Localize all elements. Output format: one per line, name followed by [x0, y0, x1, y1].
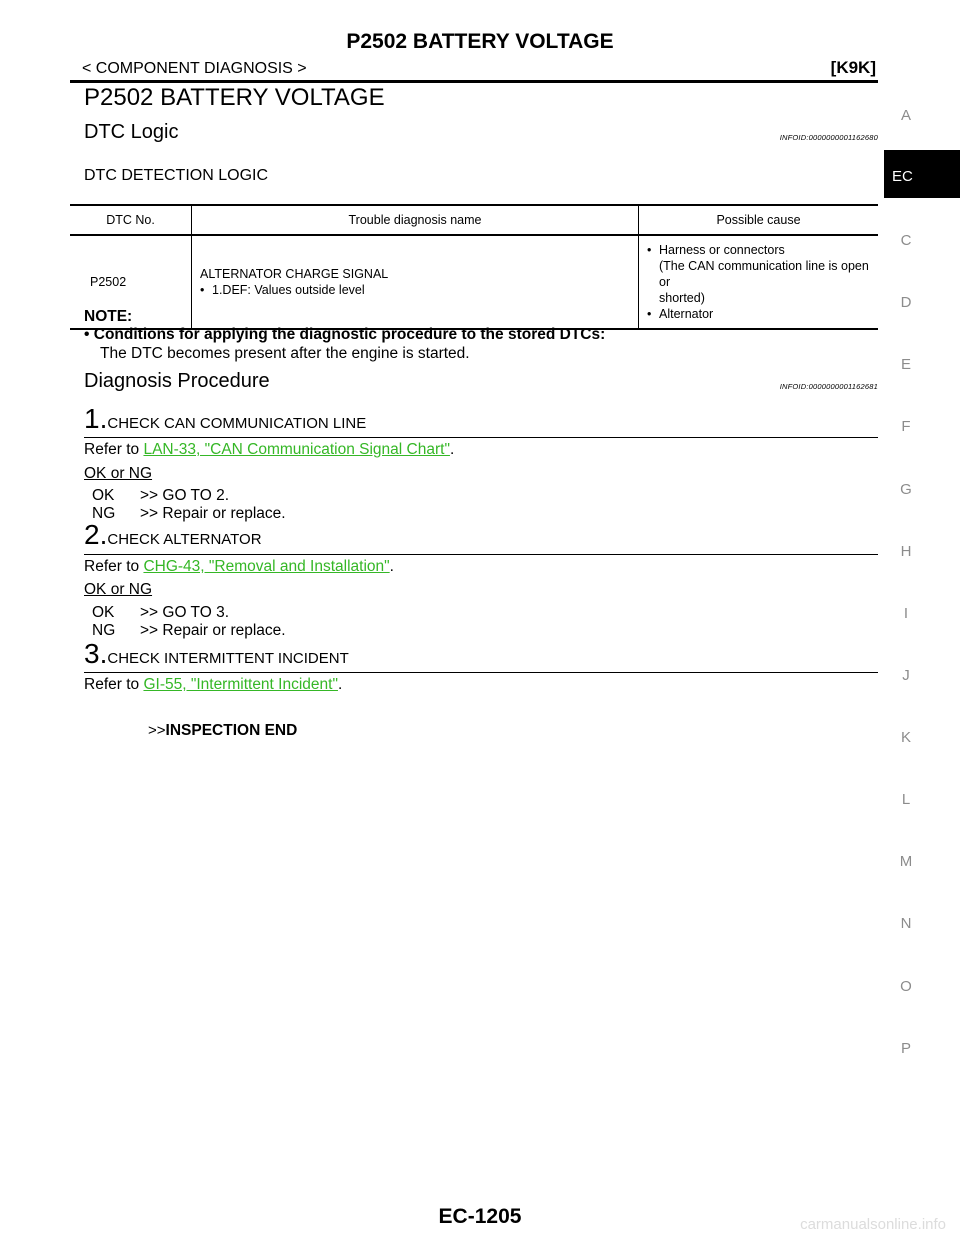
- note-body: The DTC becomes present after the engine…: [100, 345, 470, 362]
- page-header-title: P2502 BATTERY VOLTAGE: [346, 30, 614, 53]
- step-2-divider: [84, 554, 878, 555]
- end-prefix: >>: [148, 722, 166, 739]
- refer-suffix: .: [389, 558, 394, 575]
- dtc-table-header-row: DTC No. Trouble diagnosis name Possible …: [70, 204, 878, 236]
- side-index-i[interactable]: I: [903, 605, 909, 622]
- col-header-possible-cause: Possible cause: [638, 204, 878, 236]
- side-index-c[interactable]: C: [900, 232, 912, 249]
- dtc-number: P2502: [70, 235, 192, 330]
- step-1-divider: [84, 437, 878, 438]
- cause-harness-line3: shorted): [659, 291, 705, 305]
- side-index-j[interactable]: J: [902, 667, 910, 684]
- cause-bullet-alternator: Alternator: [647, 306, 870, 322]
- refer-prefix: Refer to: [84, 441, 144, 458]
- step-1-ng-result: NG >> Repair or replace.: [92, 505, 286, 523]
- refer-suffix: .: [337, 676, 343, 693]
- side-index-g[interactable]: G: [900, 481, 912, 498]
- header-divider: [70, 80, 878, 83]
- step-2-number: 2.: [84, 519, 108, 550]
- side-index-h[interactable]: H: [900, 543, 912, 560]
- diagnosis-procedure-heading: Diagnosis Procedure: [84, 370, 270, 392]
- side-index-e[interactable]: E: [900, 356, 911, 373]
- note-label: NOTE:: [84, 308, 133, 325]
- ok-action: >> GO TO 3.: [140, 604, 230, 621]
- step-2-label: CHECK ALTERNATOR: [107, 531, 262, 548]
- side-index-m[interactable]: M: [899, 853, 913, 870]
- page-number: EC-1205: [438, 1205, 522, 1228]
- step-2-reference: Refer to CHG-43, "Removal and Installati…: [84, 558, 394, 576]
- end-label: INSPECTION END: [165, 722, 298, 739]
- step-2-ok-result: OK >> GO TO 3.: [92, 604, 229, 622]
- cause-harness-line2: (The CAN communication line is open or: [659, 259, 869, 289]
- step-1: 1.CHECK CAN COMMUNICATION LINE: [84, 403, 366, 435]
- step-3-label: CHECK INTERMITTENT INCIDENT: [107, 650, 349, 667]
- col-header-dtc-no: DTC No.: [70, 204, 192, 236]
- side-index-a[interactable]: A: [900, 107, 911, 124]
- side-index-n[interactable]: N: [900, 915, 912, 932]
- step-3: 3.CHECK INTERMITTENT INCIDENT: [84, 638, 349, 670]
- refer-suffix: .: [449, 441, 455, 458]
- side-index-ec-active[interactable]: EC: [884, 150, 960, 198]
- ng-key: NG: [92, 622, 116, 639]
- ok-key: OK: [92, 604, 115, 621]
- bullet-glyph: •: [84, 326, 90, 343]
- link-chg-43[interactable]: CHG-43, "Removal and Installation": [143, 558, 390, 575]
- breadcrumb: < COMPONENT DIAGNOSIS >: [82, 60, 307, 77]
- side-index-l[interactable]: L: [901, 791, 911, 808]
- section-title: P2502 BATTERY VOLTAGE: [84, 84, 385, 111]
- note-bullet: • Conditions for applying the diagnostic…: [84, 326, 605, 344]
- ng-action: >> Repair or replace.: [140, 505, 286, 522]
- diagnosis-infoid: INFOID:0000000001162681: [779, 382, 878, 391]
- dtc-detection-logic-heading: DTC DETECTION LOGIC: [84, 167, 269, 184]
- link-lan-33[interactable]: LAN-33, "CAN Communication Signal Chart": [143, 441, 450, 458]
- trouble-diagnosis-name: ALTERNATOR CHARGE SIGNAL 1.DEF: Values o…: [191, 235, 639, 330]
- step-1-number: 1.: [84, 403, 108, 434]
- side-index-ec-label: EC: [892, 168, 913, 185]
- dtc-logic-heading: DTC Logic: [84, 121, 179, 143]
- refer-prefix: Refer to: [84, 676, 144, 693]
- possible-cause: Harness or connectors (The CAN communica…: [638, 235, 878, 330]
- table-row: P2502 ALTERNATOR CHARGE SIGNAL 1.DEF: Va…: [70, 235, 878, 330]
- side-index-k[interactable]: K: [900, 729, 911, 746]
- refer-prefix: Refer to: [84, 558, 144, 575]
- side-index-d[interactable]: D: [900, 294, 912, 311]
- link-gi-55[interactable]: GI-55, "Intermittent Incident": [143, 676, 338, 693]
- engine-code: [K9K]: [830, 58, 876, 77]
- note-bullet-text: Conditions for applying the diagnostic p…: [93, 326, 606, 343]
- step-1-reference: Refer to LAN-33, "CAN Communication Sign…: [84, 441, 454, 459]
- trouble-name-line: ALTERNATOR CHARGE SIGNAL: [200, 267, 389, 281]
- step-1-ok-ng: OK or NG: [84, 465, 153, 482]
- side-index-o[interactable]: O: [900, 978, 912, 995]
- side-index-f[interactable]: F: [901, 418, 911, 435]
- col-header-trouble-name: Trouble diagnosis name: [191, 204, 639, 236]
- trouble-name-bullet: 1.DEF: Values outside level: [200, 282, 630, 298]
- step-3-reference: Refer to GI-55, "Intermittent Incident".: [84, 676, 342, 694]
- dtc-table: DTC No. Trouble diagnosis name Possible …: [70, 204, 878, 330]
- side-index-p[interactable]: P: [900, 1040, 911, 1057]
- step-1-label: CHECK CAN COMMUNICATION LINE: [107, 415, 367, 432]
- dtc-logic-infoid: INFOID:0000000001162680: [779, 133, 878, 142]
- step-2-ok-ng: OK or NG: [84, 581, 153, 598]
- ng-key: NG: [92, 505, 116, 522]
- inspection-end: >>INSPECTION END: [148, 722, 297, 740]
- step-1-ok-result: OK >> GO TO 2.: [92, 487, 229, 505]
- cause-bullet-harness: Harness or connectors (The CAN communica…: [647, 242, 870, 306]
- step-3-number: 3.: [84, 638, 108, 669]
- ok-key: OK: [92, 487, 115, 504]
- cause-harness-line1: Harness or connectors: [659, 243, 785, 257]
- step-2: 2.CHECK ALTERNATOR: [84, 519, 262, 551]
- ok-action: >> GO TO 2.: [140, 487, 230, 504]
- ng-action: >> Repair or replace.: [140, 622, 286, 639]
- step-2-ng-result: NG >> Repair or replace.: [92, 622, 286, 640]
- watermark: carmanualsonline.info: [800, 1216, 946, 1233]
- step-3-divider: [84, 672, 878, 673]
